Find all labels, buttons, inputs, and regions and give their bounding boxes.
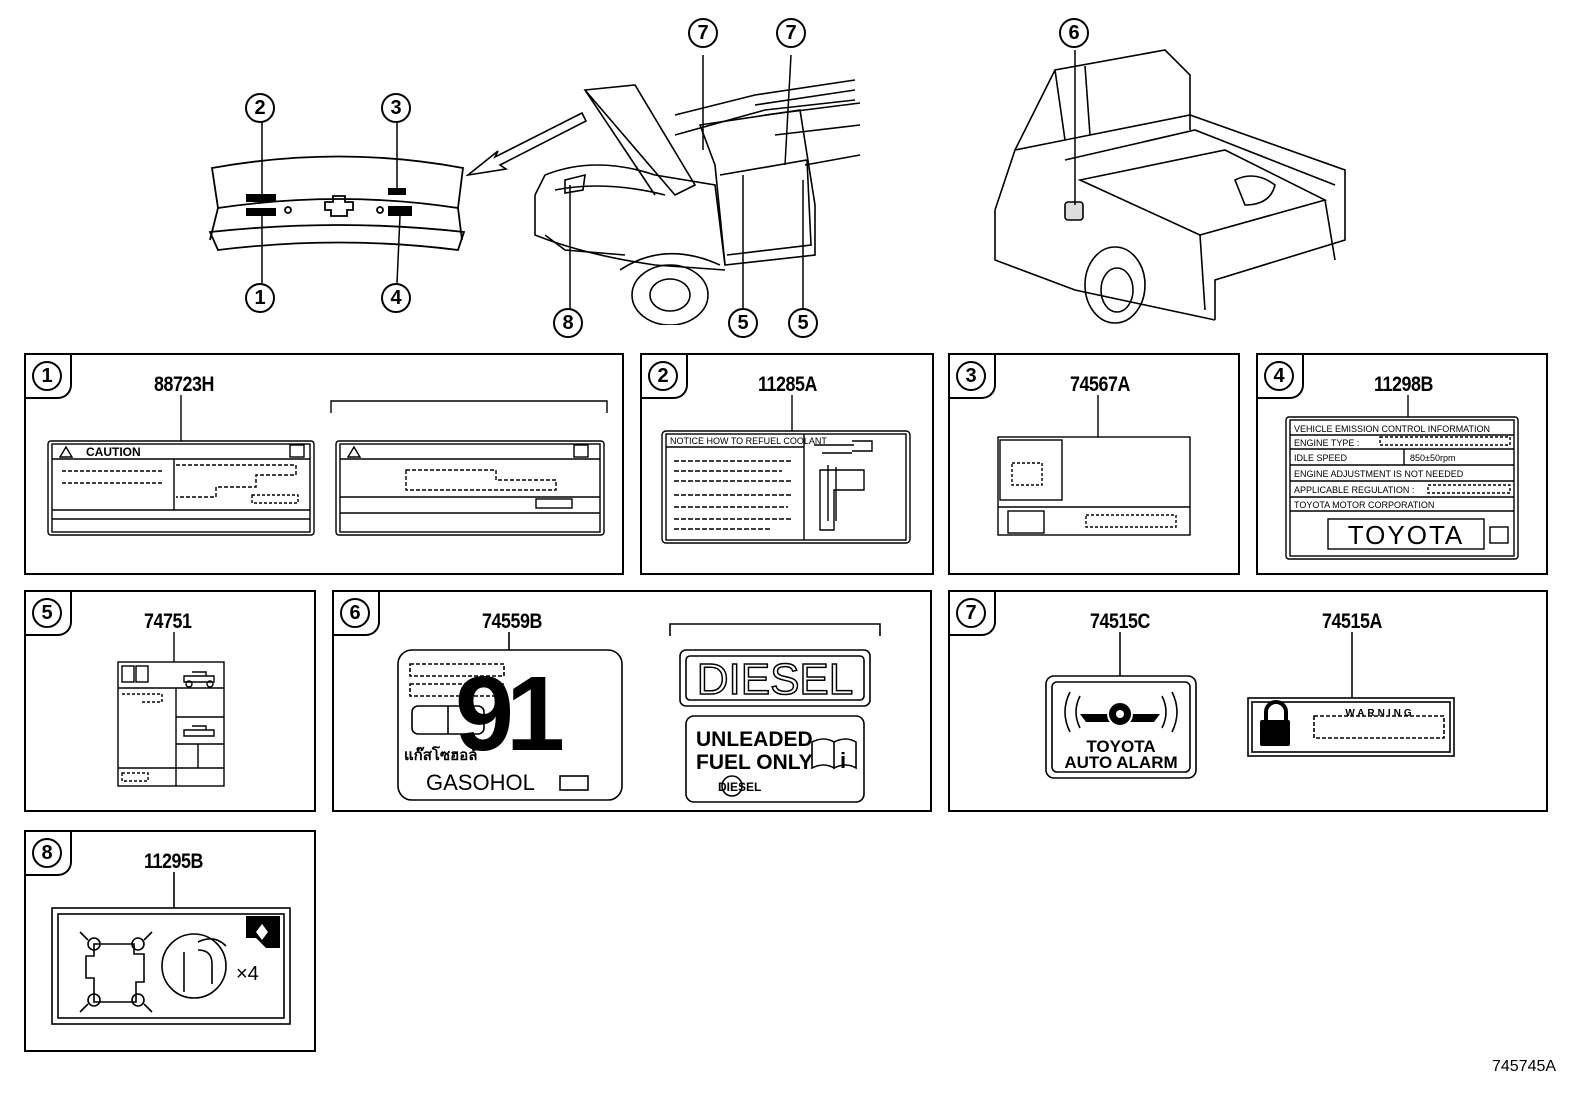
- part-number: 88723H: [154, 373, 214, 396]
- info-icon: i: [840, 748, 846, 773]
- truck-rear-illustration: [994, 49, 1346, 324]
- panel-8: 8 11295B ×4: [24, 830, 316, 1052]
- gasohol-text: GASOHOL: [426, 770, 535, 795]
- arrow-icon: [465, 111, 588, 177]
- engine-type-label: ENGINE TYPE :: [1294, 438, 1359, 448]
- alarm-labels-drawing: TOYOTA AUTO ALARM WARNING: [1045, 632, 1455, 779]
- coolant-label-drawing: NOTICE HOW TO REFUEL COOLANT: [661, 395, 911, 544]
- panel-7: 7 74515C 74515A TOYOTA AUTO ALARM WARNIN…: [948, 590, 1548, 812]
- regulation-label: APPLICABLE REGULATION :: [1294, 485, 1414, 495]
- battery-label-drawing: ×4: [51, 872, 291, 1025]
- callout-7b: 7: [776, 18, 806, 48]
- unleaded-text: UNLEADED: [696, 728, 813, 751]
- caution-label-drawing: CAUTION: [47, 395, 608, 536]
- label-74567a-drawing: [997, 395, 1191, 536]
- no-diesel-text: DIESEL: [718, 780, 761, 794]
- part-number: 74751: [144, 610, 192, 633]
- panel-number: 6: [340, 598, 370, 628]
- panel-3: 3 74567A: [948, 353, 1240, 575]
- diagram-id: 745745A: [1492, 1058, 1557, 1075]
- diesel-text: DIESEL: [697, 655, 854, 704]
- callout-6: 6: [1059, 18, 1089, 48]
- panel-number: 5: [32, 598, 62, 628]
- callout-2: 2: [245, 93, 275, 123]
- fuel-labels-drawing: 91 แก๊สโซฮอล์ GASOHOL DIESEL UNLEADED FU…: [397, 623, 881, 803]
- panel-number: 8: [32, 838, 62, 868]
- callout-3: 3: [381, 93, 411, 123]
- panel-number: 3: [956, 361, 986, 391]
- part-number: 11298B: [1374, 373, 1433, 396]
- callout-7a: 7: [688, 18, 718, 48]
- panel-number: 4: [1264, 361, 1294, 391]
- panel-2: 2 11285A NOTICE HOW TO REFUEL COOLANT: [640, 353, 934, 575]
- callout-4: 4: [381, 283, 411, 313]
- caution-text: CAUTION: [86, 445, 141, 459]
- panel-number: 2: [648, 361, 678, 391]
- octane-number: 91: [455, 655, 562, 773]
- idle-speed-value: 850±50rpm: [1410, 453, 1455, 463]
- part-number: 74559B: [482, 610, 542, 633]
- quantity-text: ×4: [236, 963, 259, 985]
- idle-speed-label: IDLE SPEED: [1294, 453, 1348, 463]
- toyota-logo-text: TOYOTA: [1348, 520, 1465, 550]
- toyota-alarm-text: TOYOTA: [1086, 737, 1155, 756]
- part-number: 74567A: [1070, 373, 1130, 396]
- thai-gasohol-text: แก๊สโซฮอล์: [404, 745, 478, 764]
- panel-number: 1: [32, 361, 62, 391]
- callout-5a: 5: [728, 308, 758, 338]
- emission-label-drawing: VEHICLE EMISSION CONTROL INFORMATION ENG…: [1285, 395, 1519, 560]
- panel-1: 1 88723H CAUTION: [24, 353, 624, 575]
- panel-5: 5 74751: [24, 590, 316, 812]
- part-number: 11285A: [758, 373, 817, 396]
- part-number: 11295B: [144, 850, 203, 873]
- tire-label-drawing: [117, 632, 225, 787]
- callout-8: 8: [553, 308, 583, 338]
- panel-4: 4 11298B VEHICLE EMISSION CONTROL INFORM…: [1256, 353, 1548, 575]
- coolant-label-text: NOTICE HOW TO REFUEL COOLANT: [670, 436, 827, 446]
- emission-title: VEHICLE EMISSION CONTROL INFORMATION: [1294, 424, 1490, 434]
- truck-front-illustration: [534, 55, 861, 325]
- warning-text: WARNING: [1345, 708, 1414, 719]
- panel-6: 6 74559B 91 แก๊สโซฮอล์ GASOHOL DIESEL UN…: [332, 590, 932, 812]
- callout-5b: 5: [788, 308, 818, 338]
- part-number: 74515C: [1090, 610, 1150, 633]
- maker-text: TOYOTA MOTOR CORPORATION: [1294, 500, 1434, 510]
- engine-adjustment-text: ENGINE ADJUSTMENT IS NOT NEEDED: [1294, 469, 1464, 479]
- panel-number: 7: [956, 598, 986, 628]
- hood-panel-illustration: [208, 122, 466, 284]
- fuel-only-text: FUEL ONLY: [696, 751, 813, 774]
- part-number: 74515A: [1322, 610, 1382, 633]
- auto-alarm-text: AUTO ALARM: [1064, 753, 1177, 772]
- callout-1: 1: [245, 283, 275, 313]
